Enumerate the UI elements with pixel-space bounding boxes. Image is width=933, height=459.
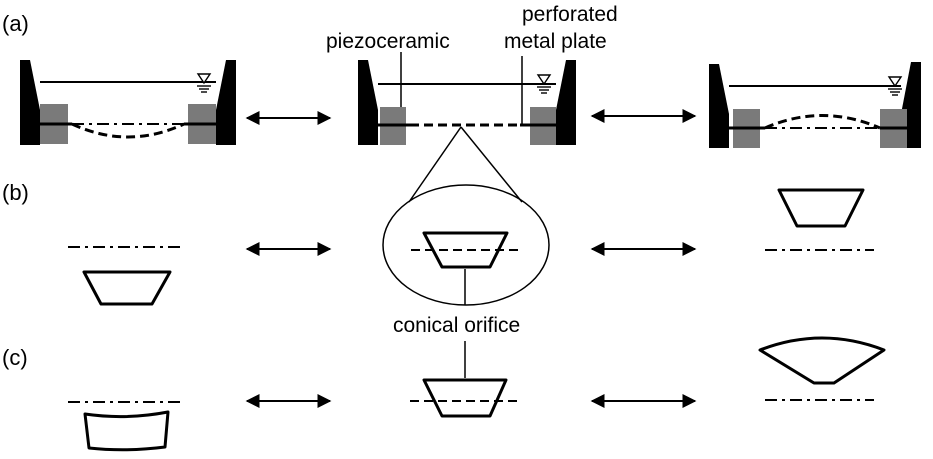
- perforated-label-line2: metal plate: [504, 30, 607, 53]
- device-left: [20, 60, 236, 145]
- left-wall: [358, 60, 378, 145]
- panel-label-c: (c): [2, 345, 28, 370]
- zoom-line-right: [460, 126, 523, 203]
- perforated-label-line1: perforated: [522, 3, 618, 26]
- water-level-triangle-icon: [887, 76, 903, 96]
- zoom-circle: [382, 184, 550, 306]
- orifice-center: [422, 231, 509, 269]
- water-level-triangle-icon: [536, 74, 552, 94]
- panel-label-a: (a): [2, 11, 29, 36]
- plate-deflected: [764, 114, 881, 130]
- orifice-center: [422, 378, 508, 418]
- device-right: [709, 62, 921, 148]
- orifice-left: [82, 270, 172, 306]
- right-wall: [556, 60, 576, 145]
- water-level-triangle-icon: [196, 73, 212, 93]
- orifice-right: [777, 188, 865, 228]
- orifice-left-deformed: [83, 410, 170, 452]
- piezoceramic-label: piezoceramic: [326, 30, 450, 53]
- orifice-right-deformed: [758, 336, 886, 385]
- left-wall: [709, 64, 729, 148]
- right-wall: [216, 60, 236, 145]
- panel-label-b: (b): [2, 180, 29, 205]
- device-center: [358, 52, 576, 145]
- zoom-line-left: [408, 126, 462, 203]
- conical-orifice-label: conical orifice: [393, 314, 520, 337]
- plate-deflected: [71, 122, 185, 139]
- left-wall: [20, 60, 40, 145]
